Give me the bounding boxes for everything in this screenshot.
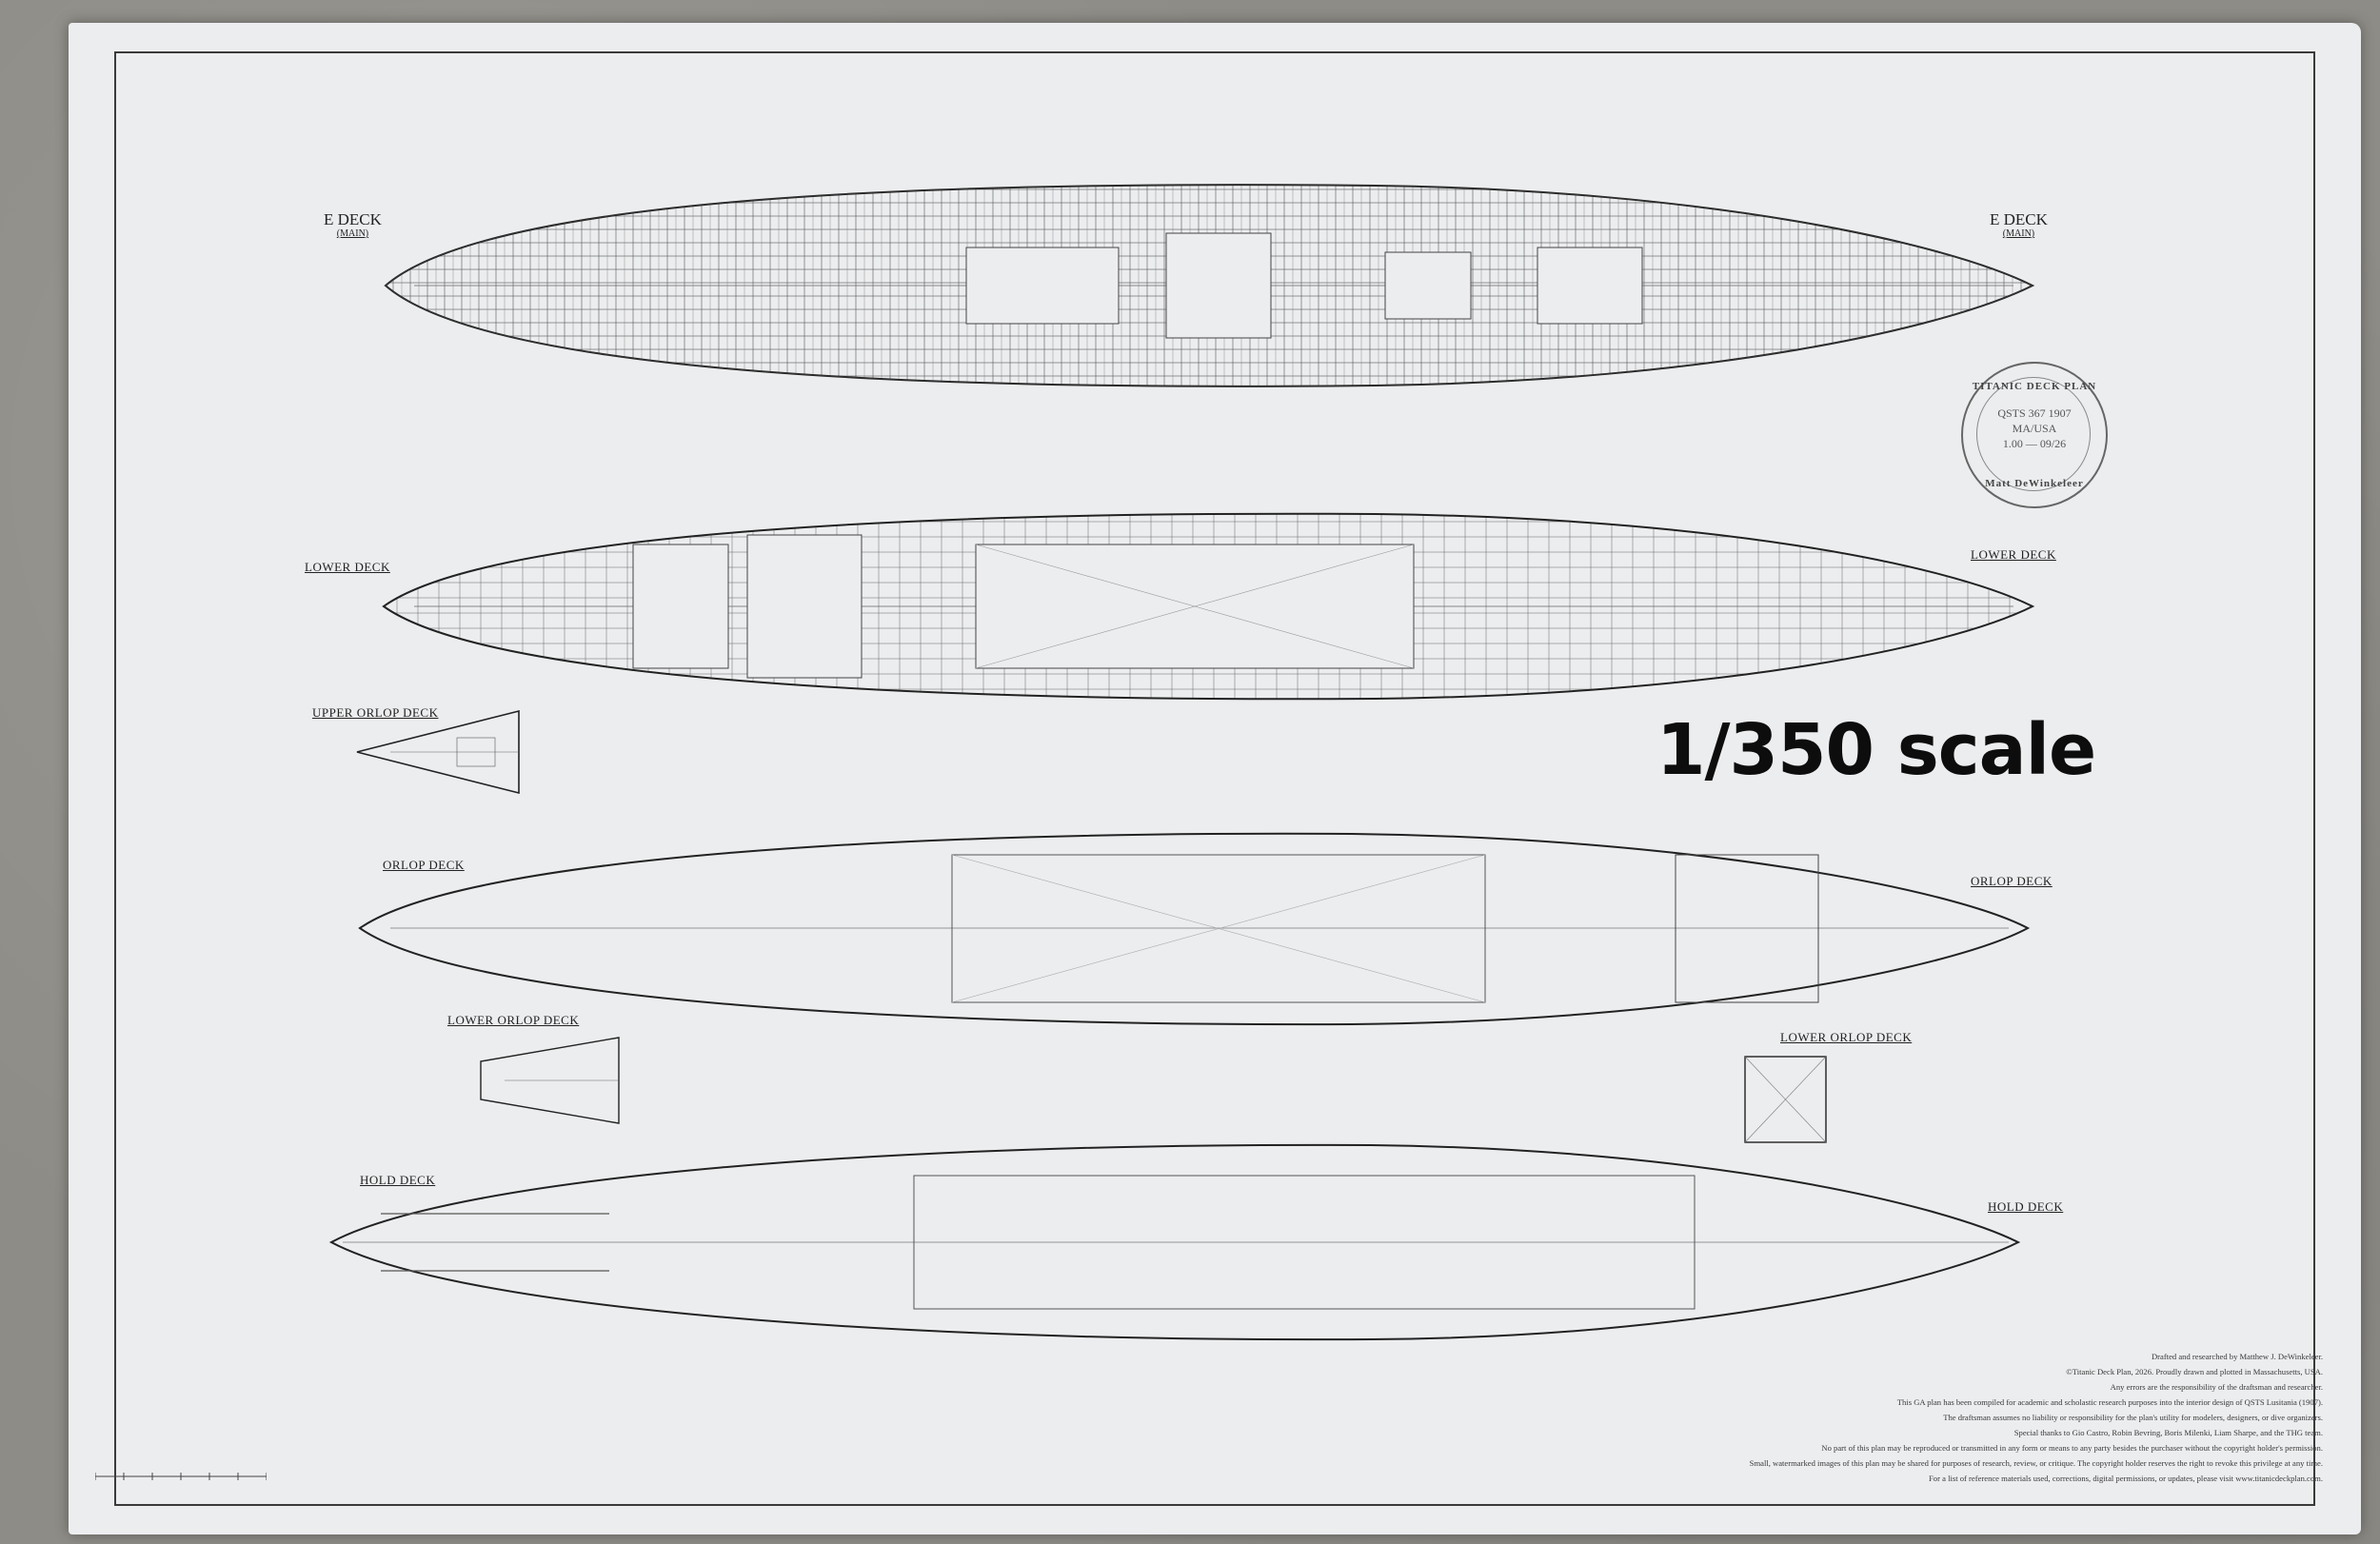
credit-line: This GA plan has been compiled for acade… [1896,1397,2323,1407]
e-deck-subtitle: (MAIN) [336,228,369,239]
credit-line: The draftsman assumes no liability or re… [1943,1413,2323,1422]
hold-deck-label-left: HOLD DECK [360,1173,436,1187]
credit-line: ©Titanic Deck Plan, 2026. Proudly drawn … [2066,1367,2323,1376]
titanic-deck-plan-stamp: TITANIC DECK PLAN QSTS 367 1907 MA/USA 1… [1961,362,2108,508]
lower-orlop-deck-plan-left [480,1037,620,1124]
credit-line: No part of this plan may be reproduced o… [1821,1443,2323,1453]
e-deck-label-right: E DECK (MAIN) [1990,211,2048,239]
upper-orlop-deck-label: UPPER ORLOP DECK [312,705,439,720]
stamp-line-3: 1.00 — 09/26 [2002,437,2067,450]
e-deck-subtitle: (MAIN) [2002,228,2035,239]
hold-deck-label-right: HOLD DECK [1988,1199,2064,1214]
stamp-inner-ring [1976,377,2091,491]
lower-orlop-deck-label-right: LOWER ORLOP DECK [1780,1030,1913,1044]
graphic-scale-bar [95,1473,267,1480]
lower-deck-plan-drawing [382,512,2035,701]
lower-deck-label-left: LOWER DECK [305,560,390,574]
credit-line: For a list of reference materials used, … [1929,1474,2323,1483]
stamp-title: TITANIC DECK PLAN [1972,381,2097,392]
credits-block: Drafted and researched by Matthew J. DeW… [1599,1352,2323,1489]
orlop-deck-label-left: ORLOP DECK [383,858,465,872]
stamp-line-1: QSTS 367 1907 [1997,406,2072,420]
credit-line: Drafted and researched by Matthew J. DeW… [2151,1352,2323,1361]
orlop-deck-plan-drawing [358,832,2031,1026]
plan-border [114,51,2315,1506]
upper-orlop-deck-plan-drawing [356,709,520,795]
credit-line: Special thanks to Gio Castro, Robin Bevr… [2013,1428,2323,1437]
e-deck-title: E DECK [324,210,382,228]
lower-orlop-deck-label-left: LOWER ORLOP DECK [447,1013,580,1027]
credit-line: Small, watermarked images of this plan m… [1749,1458,2323,1468]
stamp-author: Matt DeWinkeleer [1985,478,2084,489]
lower-orlop-deck-plan-right [1744,1056,1827,1143]
orlop-deck-label-right: ORLOP DECK [1971,874,2053,888]
stamp-details: QSTS 367 1907 MA/USA 1.00 — 09/26 [1963,406,2106,451]
lower-deck-label-right: LOWER DECK [1971,547,2056,562]
scale-annotation: 1/350 scale [1656,709,2096,791]
hold-deck-plan-drawing [328,1143,2021,1341]
stamp-line-2: MA/USA [2012,422,2057,435]
e-deck-title: E DECK [1990,210,2048,228]
credit-line: Any errors are the responsibility of the… [2110,1382,2323,1392]
e-deck-plan-drawing [384,184,2035,387]
e-deck-label-left: E DECK (MAIN) [324,211,382,239]
